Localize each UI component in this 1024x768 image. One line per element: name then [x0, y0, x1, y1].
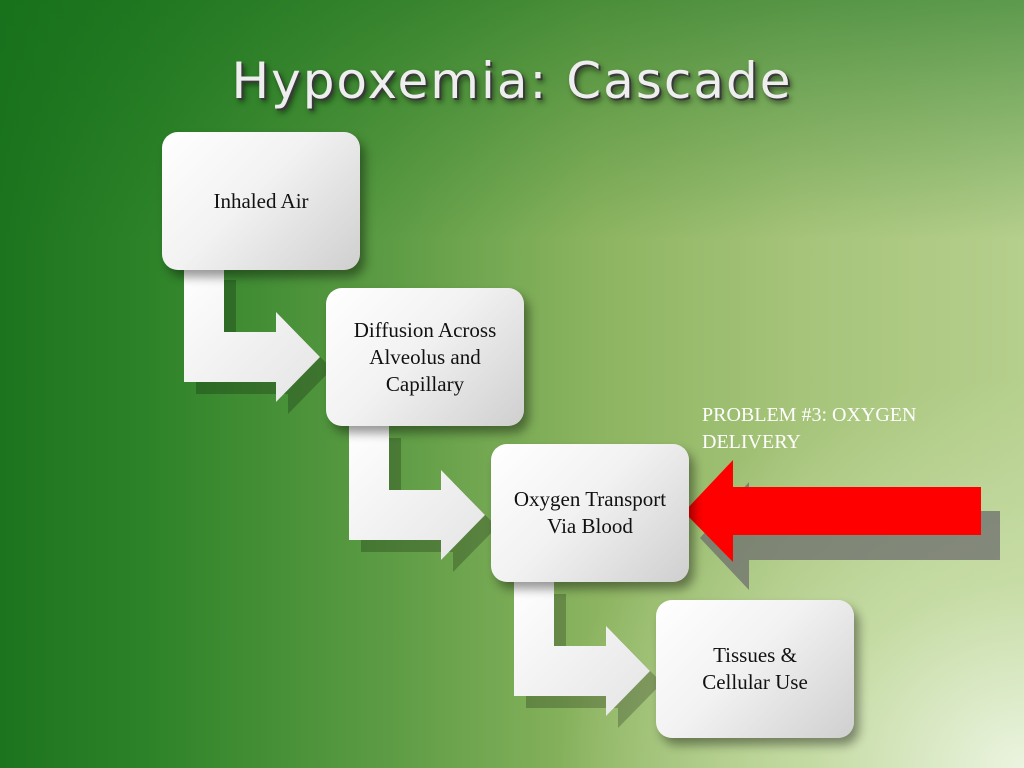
step-label: Diffusion Across Alveolus and Capillary: [353, 317, 497, 396]
step-oxygen-transport: Oxygen Transport Via Blood: [491, 444, 689, 582]
step-label: Oxygen Transport Via Blood: [513, 487, 667, 538]
step-inhaled-air: Inhaled Air: [162, 132, 360, 270]
step-tissues-cellular-use: Tissues & Cellular Use: [656, 600, 854, 738]
left-arrow-icon: [684, 460, 1000, 590]
bent-arrow-icon: [349, 426, 497, 572]
bent-arrow-icon: [514, 582, 662, 728]
step-label: Inhaled Air: [213, 189, 309, 213]
slide-title: Hypoxemia: Cascade: [231, 52, 793, 110]
bent-arrow-icon: [184, 268, 332, 414]
step-diffusion: Diffusion Across Alveolus and Capillary: [326, 288, 524, 426]
step-label: Tissues & Cellular Use: [702, 643, 808, 694]
problem-callout-label: PROBLEM #3: OXYGEN DELIVERY: [702, 404, 917, 453]
